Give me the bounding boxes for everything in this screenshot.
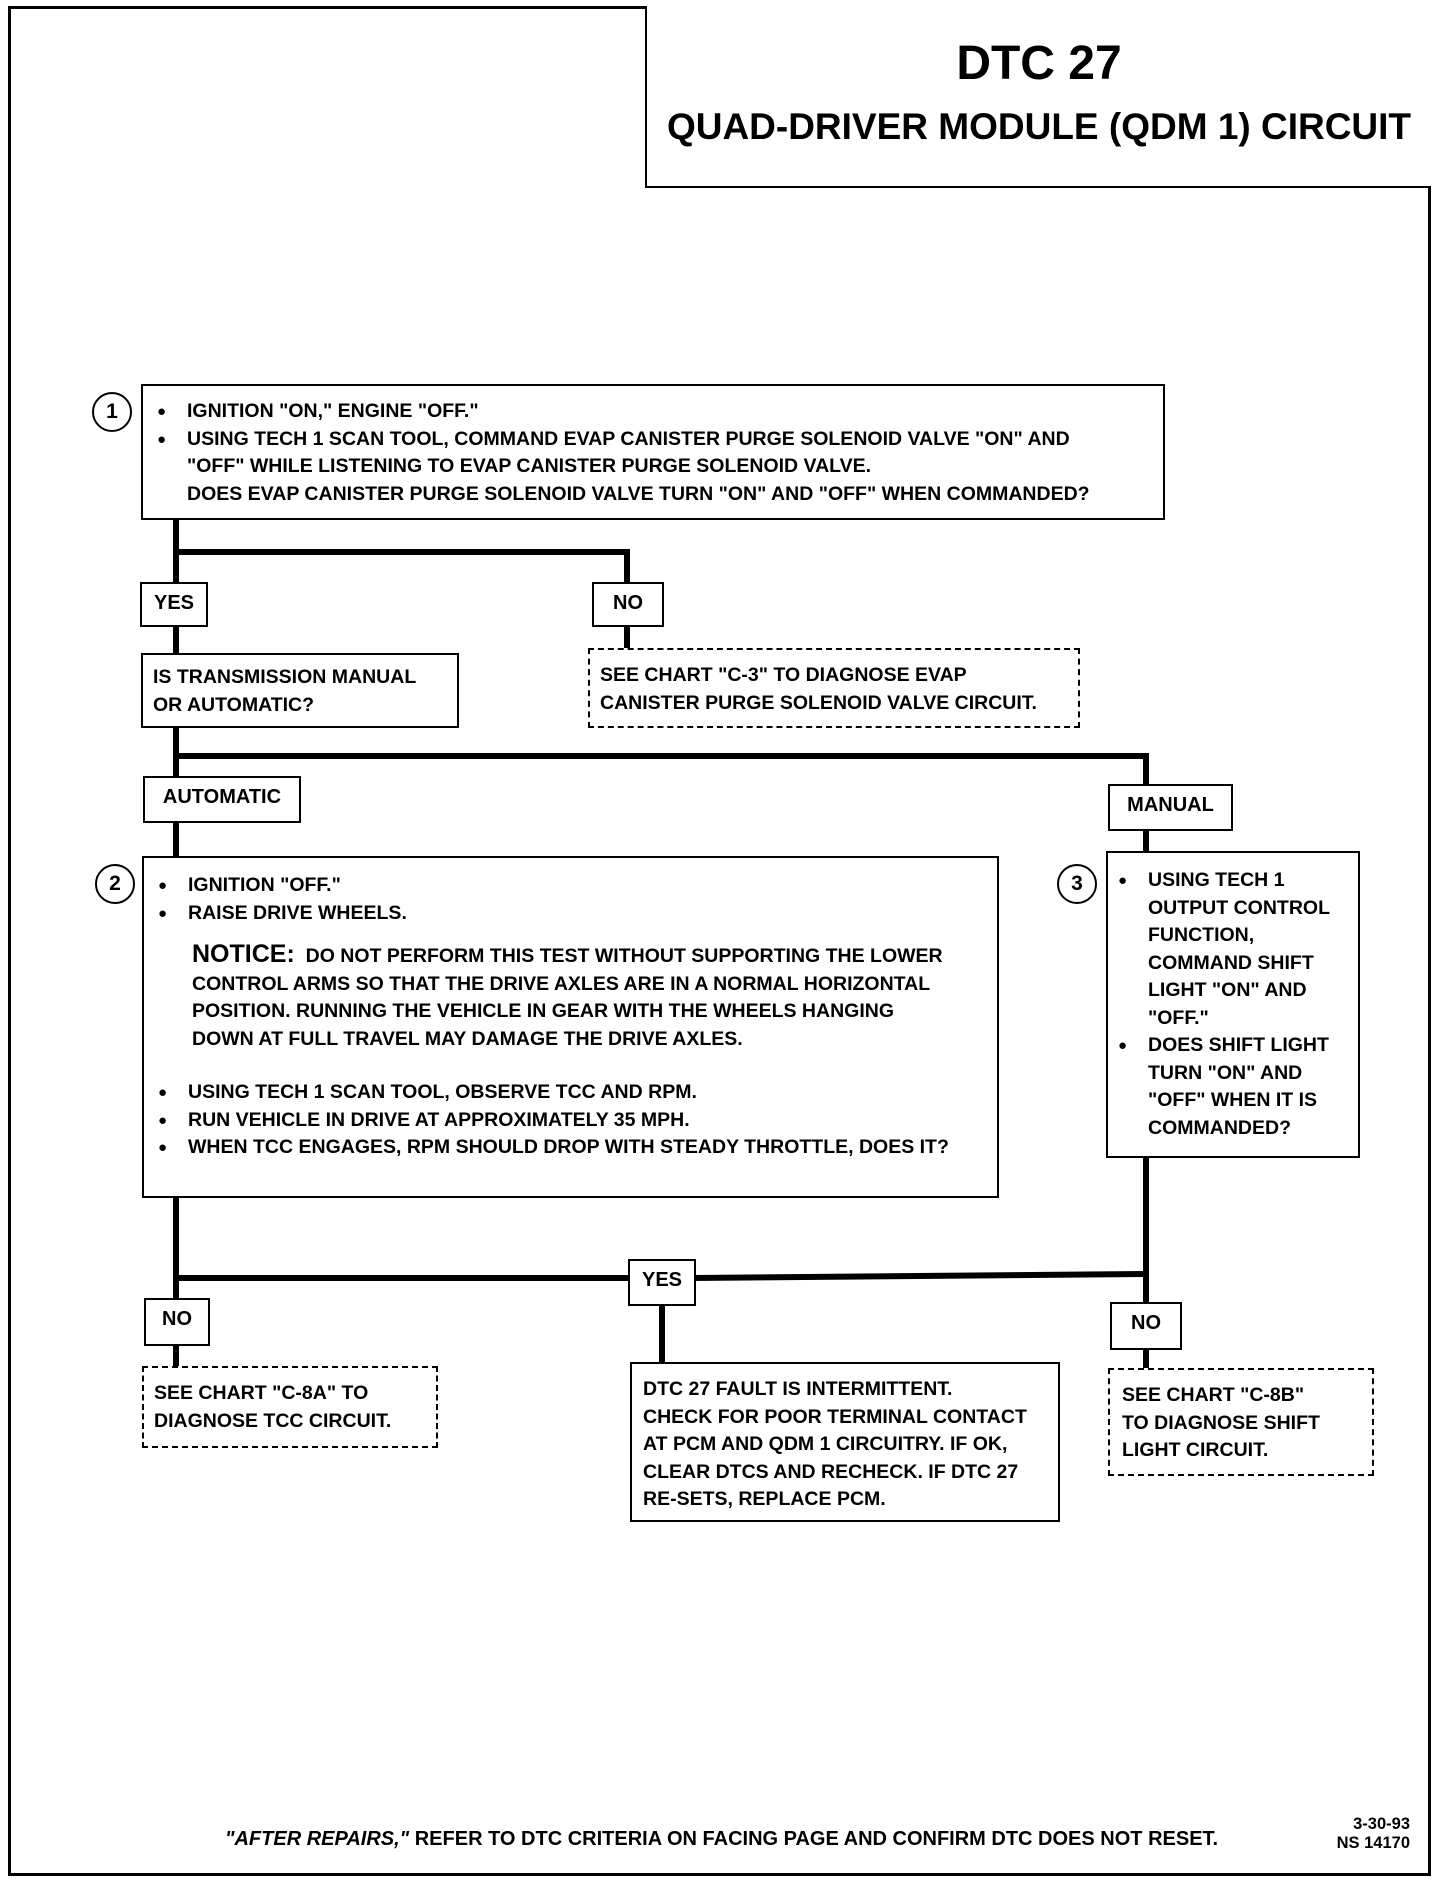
step-2-bullet-3: USING TECH 1 SCAN TOOL, OBSERVE TCC AND … [148, 1079, 989, 1107]
step-3-marker: 3 [1057, 864, 1097, 904]
step-2-bullet-5: WHEN TCC ENGAGES, RPM SHOULD DROP WITH S… [148, 1134, 989, 1162]
after-repairs-label: "AFTER REPAIRS," [225, 1828, 410, 1850]
step-1-no-label: NO [592, 582, 664, 627]
chart-c3-line-2: CANISTER PURGE SOLENOID VALVE CIRCUIT. [600, 691, 1037, 714]
chart-c8b-line-1: SEE CHART "C-8B" [1122, 1384, 1305, 1406]
step-2-no-label: NO [144, 1298, 210, 1346]
yes-label: YES [628, 1259, 696, 1306]
chart-c8b-line-2: TO DIAGNOSE SHIFT [1122, 1411, 1320, 1434]
step-3-b2-line-3: "OFF" WHEN IT IS [1148, 1089, 1318, 1111]
notice-line-1: DO NOT PERFORM THIS TEST WITHOUT SUPPORT… [305, 945, 943, 967]
step-3-b1-line-3: FUNCTION, [1148, 924, 1255, 946]
step-1-bullet-1: IGNITION "ON," ENGINE "OFF." [147, 398, 1155, 426]
step-1-line-3: DOES EVAP CANISTER PURGE SOLENOID VALVE … [187, 482, 1090, 505]
step-3-b1-line-1: USING TECH 1 [1148, 869, 1285, 891]
notice-line-4: DOWN AT FULL TRAVEL MAY DAMAGE THE DRIVE… [192, 1027, 743, 1050]
circuit-title: QUAD-DRIVER MODULE (QDM 1) CIRCUIT [666, 106, 1412, 147]
after-repairs-note: "AFTER REPAIRS," REFER TO DTC CRITERIA O… [225, 1828, 1218, 1851]
notice-block: NOTICE: DO NOT PERFORM THIS TEST WITHOUT… [148, 940, 989, 1053]
step-1-marker: 1 [92, 392, 132, 432]
transmission-question-line-1: IS TRANSMISSION MANUAL [153, 666, 417, 688]
manual-label: MANUAL [1108, 784, 1233, 831]
notice-heading: NOTICE: [192, 940, 295, 968]
intermittent-line-4: CLEAR DTCs AND RECHECK. IF DTC 27 [643, 1460, 1019, 1483]
step-3-b2-line-2: TURN "ON" AND [1148, 1061, 1303, 1084]
transmission-question-line-2: OR AUTOMATIC? [153, 693, 315, 716]
document-reference: 3-30-93 NS 14170 [1318, 1815, 1410, 1853]
chart-c3-box: SEE CHART "C-3" TO DIAGNOSE EVAP CANISTE… [588, 648, 1080, 728]
intermittent-line-1: DTC 27 FAULT IS INTERMITTENT. [643, 1378, 953, 1400]
transmission-question-box: IS TRANSMISSION MANUAL OR AUTOMATIC? [141, 653, 459, 728]
step-3-box: USING TECH 1 OUTPUT CONTROL FUNCTION, CO… [1106, 851, 1360, 1158]
intermittent-line-5: RE-SETS, REPLACE PCM. [643, 1488, 886, 1510]
step-1-line-2: "OFF" WHILE LISTENING TO EVAP CANISTER P… [187, 455, 872, 477]
step-3-no-label: NO [1110, 1302, 1182, 1350]
step-1-box: IGNITION "ON," ENGINE "OFF." USING TECH … [141, 384, 1165, 520]
step-1-bullet-2: USING TECH 1 SCAN TOOL, COMMAND EVAP CAN… [147, 426, 1155, 454]
step-3-b1-line-6: "OFF." [1148, 1006, 1209, 1029]
step-2-box: IGNITION "OFF." RAISE DRIVE WHEELS. NOTI… [142, 856, 999, 1198]
document-code: NS 14170 [1336, 1834, 1410, 1852]
step-3-bullet-1: USING TECH 1 OUTPUT CONTROL FUNCTION, CO… [1108, 867, 1354, 1032]
intermittent-line-2: CHECK FOR POOR TERMINAL CONTACT [643, 1405, 1027, 1428]
step-3-b1-line-2: OUTPUT CONTROL [1148, 896, 1330, 919]
chart-c8a-line-2: DIAGNOSE TCC CIRCUIT. [154, 1409, 392, 1432]
intermittent-fault-box: DTC 27 FAULT IS INTERMITTENT. CHECK FOR … [630, 1362, 1060, 1522]
notice-line-2: CONTROL ARMS SO THAT THE DRIVE AXLES ARE… [192, 972, 931, 995]
intermittent-line-3: AT PCM AND QDM 1 CIRCUITRY. IF OK, [643, 1433, 1008, 1455]
step-3-b2-line-1: DOES SHIFT LIGHT [1148, 1034, 1329, 1056]
dtc-code: DTC 27 [956, 37, 1122, 90]
chart-c8a-box: SEE CHART "C-8A" TO DIAGNOSE TCC CIRCUIT… [142, 1366, 438, 1448]
step-1-yes-label: YES [140, 582, 208, 627]
notice-line-3: POSITION. RUNNING THE VEHICLE IN GEAR WI… [192, 1000, 895, 1022]
chart-c8b-box: SEE CHART "C-8B" TO DIAGNOSE SHIFT LIGHT… [1108, 1368, 1374, 1476]
step-3-bullet-2: DOES SHIFT LIGHT TURN "ON" AND "OFF" WHE… [1108, 1032, 1354, 1142]
title-block: DTC 27 QUAD-DRIVER MODULE (QDM 1) CIRCUI… [645, 6, 1431, 188]
step-2-bullet-1: IGNITION "OFF." [148, 872, 989, 900]
step-2-marker: 2 [95, 864, 135, 904]
step-3-b1-line-4: COMMAND SHIFT [1148, 951, 1314, 974]
step-2-bullet-4: RUN VEHICLE IN DRIVE AT APPROXIMATELY 35… [148, 1107, 989, 1135]
step-3-b1-line-5: LIGHT "ON" AND [1148, 979, 1307, 1001]
step-2-bullet-2: RAISE DRIVE WHEELS. [148, 900, 989, 928]
document-date: 3-30-93 [1353, 1815, 1410, 1833]
after-repairs-text: REFER TO DTC CRITERIA ON FACING PAGE AND… [409, 1828, 1219, 1850]
automatic-label: AUTOMATIC [143, 776, 301, 823]
chart-c3-line-1: SEE CHART "C-3" TO DIAGNOSE EVAP [600, 664, 967, 686]
chart-c8b-line-3: LIGHT CIRCUIT. [1122, 1439, 1269, 1461]
step-3-b2-line-4: COMMANDED? [1148, 1116, 1291, 1139]
chart-c8a-line-1: SEE CHART "C-8A" TO [154, 1382, 369, 1404]
